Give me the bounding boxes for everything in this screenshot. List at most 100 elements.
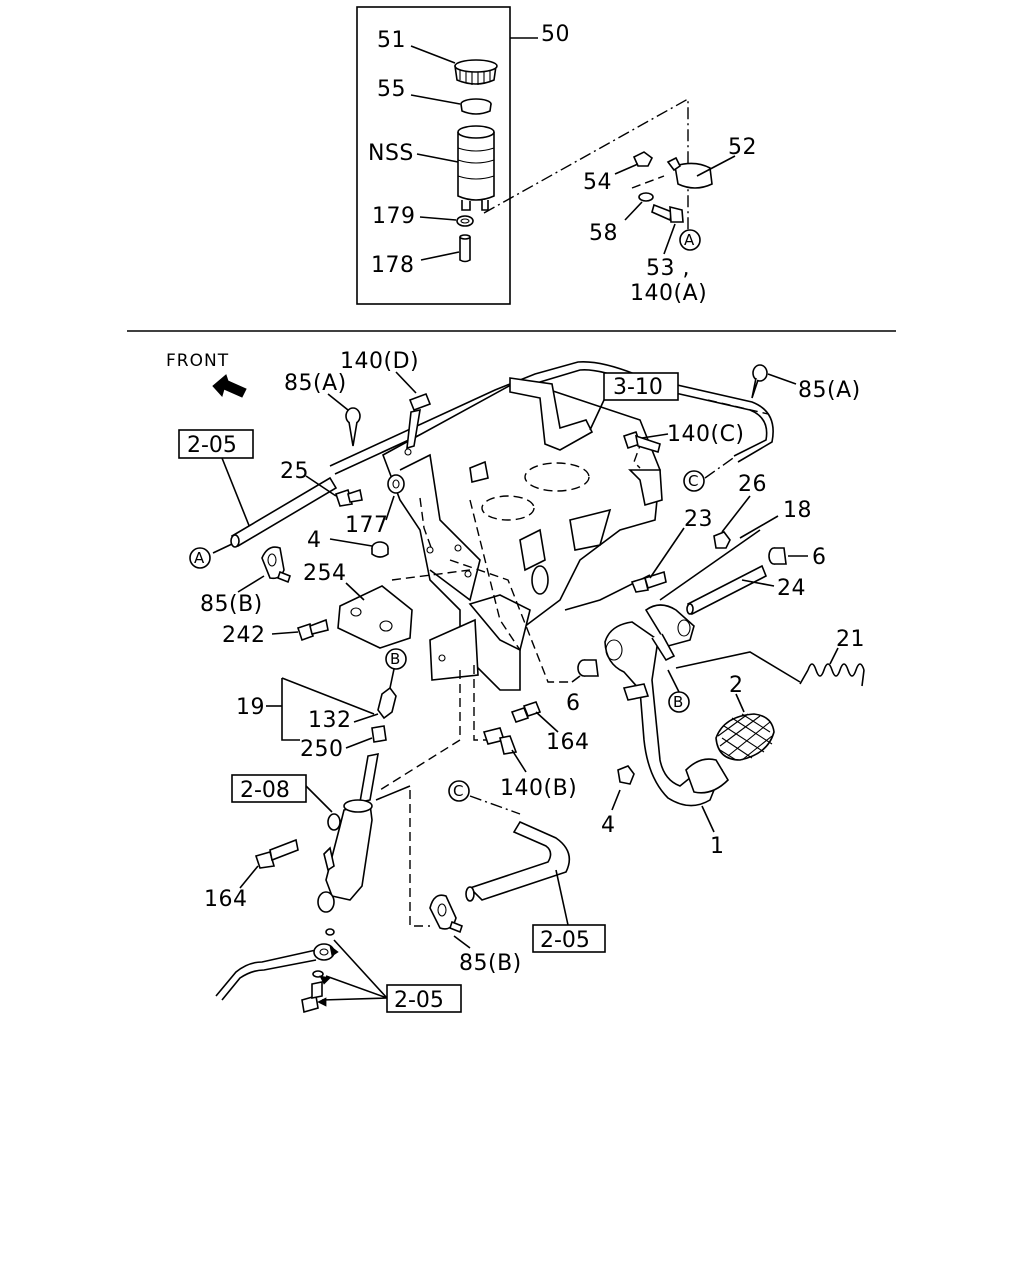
circle-ref-b-top [385,648,407,670]
bolt-164-bottom [254,838,299,869]
reservoir-cap [454,59,498,85]
ref-box-2-05-mid [532,924,606,953]
circle-ref-b-right-text: B [673,693,683,711]
circle-ref-a-top-text: A [684,231,695,249]
reservoir-seal [460,98,492,115]
label-50: 50 [541,22,570,47]
label-6-mid: 6 [566,691,581,716]
bush-6-right [768,547,787,565]
label-132: 132 [308,708,352,733]
label-24: 24 [777,576,806,601]
circle-ref-c-top [683,470,705,492]
bolt-164-mid [510,701,542,723]
circle-ref-a-top [679,229,701,251]
reservoir-bracket [674,162,713,189]
front-label: FRONT [166,351,229,371]
clutch-pipe-bottom [215,928,335,1014]
shaft-24 [686,564,768,616]
label-55: 55 [377,77,406,102]
label-178: 178 [371,253,415,278]
label-19: 19 [236,695,265,720]
clip-85a-left [345,407,361,447]
bracket-254 [337,585,413,649]
master-cylinder [317,785,411,913]
return-spring [675,651,865,687]
pedal-pad [715,713,775,761]
label-nss: NSS [368,141,414,166]
label-254: 254 [303,561,347,586]
label-2: 2 [729,673,744,698]
bolt-140c [622,430,661,454]
label-51: 51 [377,28,406,53]
reservoir-leader-line [483,97,689,240]
label-26: 26 [738,472,767,497]
label-140b: 140(B) [500,776,577,801]
label-53: 53 , [646,256,690,281]
label-54: 54 [583,170,612,195]
label-25: 25 [280,459,309,484]
pushrod [359,752,379,804]
circle-ref-a-left [189,547,211,569]
ref-box-2-05-bottom [386,984,462,1013]
bolt-140b [482,727,518,755]
label-164-bottom: 164 [204,887,248,912]
label-164-mid: 164 [546,730,590,755]
ref-box-2-08-text: 2-08 [240,778,290,803]
ref-box-2-05-top-text: 2-05 [187,433,237,458]
bolt-242 [296,618,329,642]
label-177: 177 [345,513,389,538]
nut-250 [371,725,387,743]
label-21: 21 [836,627,865,652]
label-6-right: 6 [812,545,827,570]
front-arrow-icon [212,374,247,398]
circle-ref-b-top-text: B [390,650,400,668]
reservoir-body [457,125,495,211]
bolt-25 [334,488,363,507]
label-85a-left: 85(A) [284,371,347,396]
ref-box-2-08 [231,774,307,803]
label-250: 250 [300,737,344,762]
reservoir-inset: 50 51 55 NSS 179 [356,6,570,305]
clamp-85b-bottom [429,894,463,934]
front-indicator: FRONT [166,351,247,398]
bracket-bolt [651,203,673,222]
label-140c: 140(C) [667,422,745,447]
bracket-washer [638,192,654,202]
circle-ref-c-top-text: C [688,472,698,490]
ref-box-2-05-bottom-text: 2-05 [394,988,444,1013]
label-179: 179 [372,204,416,229]
bushing-177 [387,474,405,494]
label-140a: 140(A) [630,281,707,306]
stopper-4-top [371,541,389,558]
ref-box-3-10-text: 3-10 [613,375,663,400]
pedal-bracket [382,377,663,691]
circle-ref-c-bottom [448,780,470,802]
clutch-hose [465,820,571,902]
ref-box-2-05-mid-text: 2-05 [540,928,590,953]
ref-box-2-05-top [178,429,254,459]
label-18: 18 [783,498,812,523]
clevis-132 [377,686,397,720]
reservoir-bracket-group: 52 54 58 53 , 140(A) A [583,135,757,306]
clamp-85b-top [261,546,291,584]
pedal-arm [604,604,730,807]
reservoir-pipe [459,234,471,263]
label-1: 1 [710,834,725,859]
stopper-4-bottom [617,765,635,785]
bush-6-mid [577,659,599,677]
label-140d: 140(D) [340,349,419,374]
label-4-top: 4 [307,528,322,553]
label-52: 52 [728,135,757,160]
circle-ref-a-left-text: A [194,549,205,567]
bolt-140d [406,392,432,450]
label-23: 23 [684,507,713,532]
clip-85a-right [751,364,768,399]
hose-clip [456,215,474,227]
label-4-bottom: 4 [601,813,616,838]
ref-box-3-10 [603,372,679,401]
label-85b-bottom: 85(B) [459,951,522,976]
washer-26 [713,531,731,549]
label-58: 58 [589,221,618,246]
